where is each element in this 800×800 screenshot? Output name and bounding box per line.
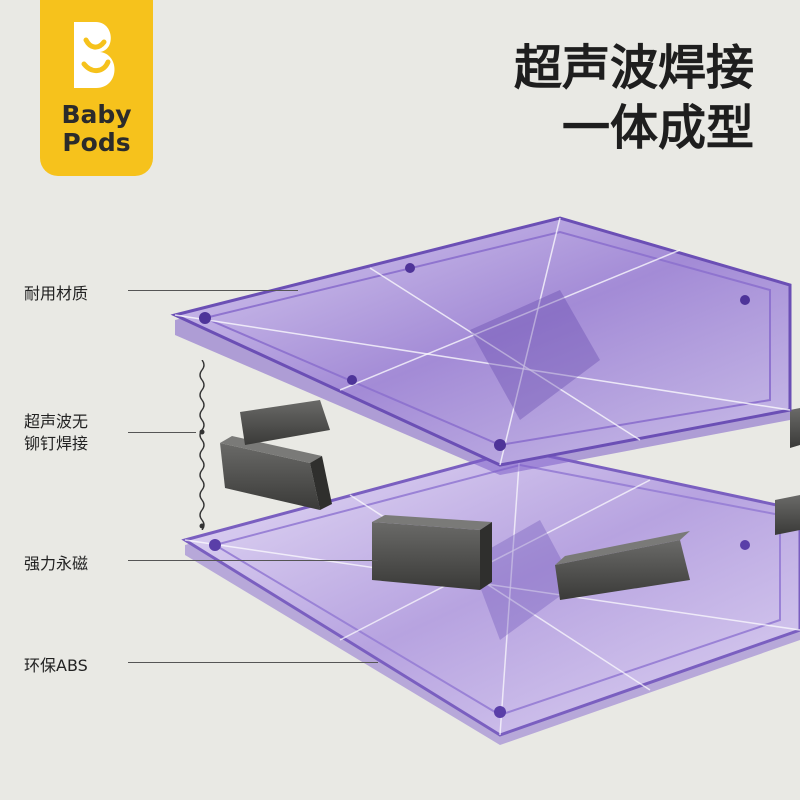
weld-seam-bracket	[199, 360, 205, 530]
brand-b-icon	[74, 22, 115, 88]
callout-permanent-magnet: 强力永磁	[24, 554, 89, 573]
headline: 超声波焊接 一体成型	[514, 38, 754, 158]
magnets	[220, 400, 800, 600]
callout-leader-line	[128, 432, 196, 433]
callout-ultrasonic-weld-line1: 超声波无	[24, 412, 89, 431]
callout-leader-line	[128, 662, 378, 663]
callout-ultrasonic-weld-line2: 铆钉焊接	[24, 434, 89, 453]
headline-line1: 超声波焊接	[513, 40, 754, 96]
brand-logo: Baby Pods	[40, 0, 153, 176]
top-tile	[170, 216, 792, 475]
headline-line2: 一体成型	[561, 100, 754, 156]
brand-name-line1: Baby	[61, 100, 132, 129]
callout-durable-material: 耐用材质	[24, 284, 89, 303]
callout-leader-line	[128, 290, 298, 291]
callout-eco-abs: 环保ABS	[24, 656, 88, 675]
brand-name-line2: Pods	[62, 128, 131, 157]
bottom-tile	[181, 448, 800, 745]
callout-leader-line	[128, 560, 378, 561]
callout-ultrasonic-weld: 超声波无 铆钉焊接	[24, 411, 88, 455]
